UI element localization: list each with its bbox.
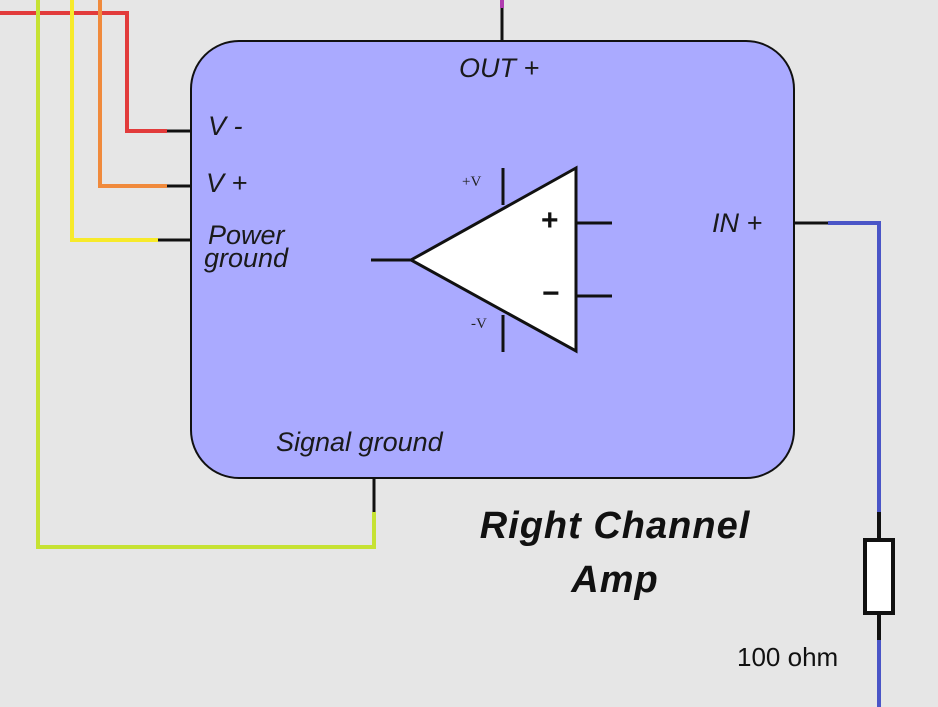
label-power-ground-1: Power — [208, 220, 285, 250]
diagram-title-line1: Right Channel — [479, 505, 751, 547]
label-signal-ground: Signal ground — [276, 427, 443, 457]
label-out-plus: OUT + — [459, 53, 540, 83]
wire-yellow — [70, 0, 158, 242]
wire-orange — [98, 0, 167, 188]
label-power-ground-2: ground — [204, 243, 289, 273]
opamp-minus-sign: − — [542, 277, 560, 310]
resistor-body — [863, 538, 895, 615]
diagram-title-line2: Amp — [571, 559, 659, 601]
opamp-triangle — [407, 165, 578, 354]
opamp-plus-sign: + — [541, 204, 559, 237]
label-supply-pos: +V — [462, 174, 482, 190]
wire-lime — [36, 0, 376, 549]
wire-blue — [828, 221, 881, 512]
label-in-plus: IN + — [712, 208, 763, 238]
resistor-label: 100 ohm — [737, 642, 839, 672]
wire-red — [0, 11, 167, 133]
label-v-plus: V + — [206, 168, 248, 198]
label-v-minus: V - — [208, 111, 243, 141]
label-supply-neg: -V — [471, 316, 487, 332]
